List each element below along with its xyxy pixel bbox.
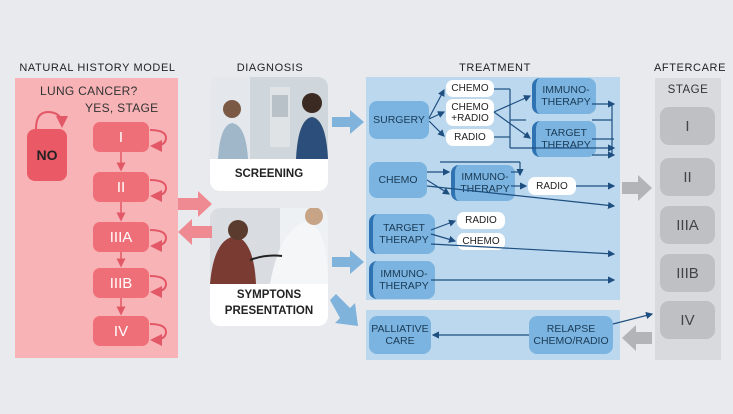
symptoms-label-1: SYMPTONS — [236, 289, 302, 301]
ac-stage-iv: IV — [660, 301, 715, 339]
arrow-symptoms-to-palliative — [330, 294, 358, 326]
ac-stage-iiib: IIIB — [660, 254, 715, 292]
yes-stage-label: YES, STAGE — [85, 101, 159, 115]
palliative-line2: CARE — [385, 335, 415, 347]
radio-box-1: RADIO — [446, 129, 494, 146]
chemo-radio-box: CHEMO +RADIO — [446, 99, 494, 126]
arrow-screening-to-surgery — [332, 110, 364, 134]
radio-box-3: RADIO — [457, 212, 505, 229]
header-diagnosis: DIAGNOSIS — [236, 62, 304, 74]
immunotherapy-box-1: IMMUNO- THERAPY — [532, 78, 596, 114]
screening-label: SCREENING — [234, 168, 304, 180]
ac-stage-iiia: IIIA — [660, 206, 715, 244]
header-treatment: TREATMENT — [459, 62, 531, 74]
nh-stage-i: I — [93, 122, 149, 152]
relapse-line2: CHEMO/RADIO — [533, 335, 609, 347]
nh-stage-iv: IV — [93, 316, 149, 346]
immuno-1-line1: IMMUNO- — [542, 84, 590, 96]
target-therapy-box-1: TARGET THERAPY — [532, 121, 596, 157]
ac-stage-i: I — [660, 107, 715, 145]
ac-stage-ii: II — [660, 158, 715, 196]
symptoms-photo — [210, 208, 328, 284]
target-1-line1: TARGET — [545, 127, 587, 139]
arrow-aftercare-to-relapse — [622, 325, 652, 351]
header-natural-history: NATURAL HISTORY MODEL — [19, 62, 176, 74]
arrow-symptoms-to-target — [332, 250, 364, 274]
chemo-radio-line1: CHEMO — [451, 101, 489, 113]
immuno-main-line1: IMMUNO- — [380, 268, 428, 280]
no-node: NO — [27, 129, 67, 181]
palliative-care-box: PALLIATIVE CARE — [369, 316, 431, 354]
target-main-line2: THERAPY — [379, 234, 429, 246]
treatment-flow-lines — [426, 88, 654, 339]
target-therapy-main-box: TARGET THERAPY — [369, 214, 435, 254]
surgery-box: SURGERY — [369, 101, 429, 139]
chemo-box-1: CHEMO — [446, 80, 494, 97]
nh-stage-ii: II — [93, 172, 149, 202]
immuno-2-line1: IMMUNO- — [461, 171, 509, 183]
arrow-treatment-to-aftercare — [622, 175, 652, 201]
lung-cancer-question: LUNG CANCER? — [40, 84, 138, 98]
palliative-line1: PALLIATIVE — [371, 323, 429, 335]
screening-photo — [210, 77, 328, 159]
arrow-right-icon — [178, 191, 212, 217]
relapse-box: RELAPSE CHEMO/RADIO — [529, 316, 613, 354]
immunotherapy-main-box: IMMUNO- THERAPY — [369, 261, 435, 299]
nh-stage-iiia: IIIA — [93, 222, 149, 252]
chemo-radio-line2: +RADIO — [451, 112, 489, 124]
header-aftercare: AFTERCARE — [653, 62, 727, 74]
immuno-1-line2: THERAPY — [541, 96, 591, 108]
immuno-main-line2: THERAPY — [379, 280, 429, 292]
chemo-main-box: CHEMO — [369, 162, 427, 198]
radio-box-2: RADIO — [528, 177, 576, 195]
immunotherapy-box-2: IMMUNO- THERAPY — [451, 165, 515, 201]
symptoms-label-2: PRESENTATION — [224, 305, 314, 317]
symptoms-card: SYMPTONS PRESENTATION — [210, 208, 328, 326]
nh-stage-iiib: IIIB — [93, 268, 149, 298]
target-main-line1: TARGET — [383, 222, 425, 234]
loop-arrow-icon — [35, 110, 168, 346]
arrow-left-icon — [178, 219, 212, 245]
aftercare-stage-label: STAGE — [667, 84, 709, 96]
relapse-line1: RELAPSE — [546, 323, 596, 335]
immuno-2-line2: THERAPY — [460, 183, 510, 195]
screening-card: SCREENING — [210, 77, 328, 191]
